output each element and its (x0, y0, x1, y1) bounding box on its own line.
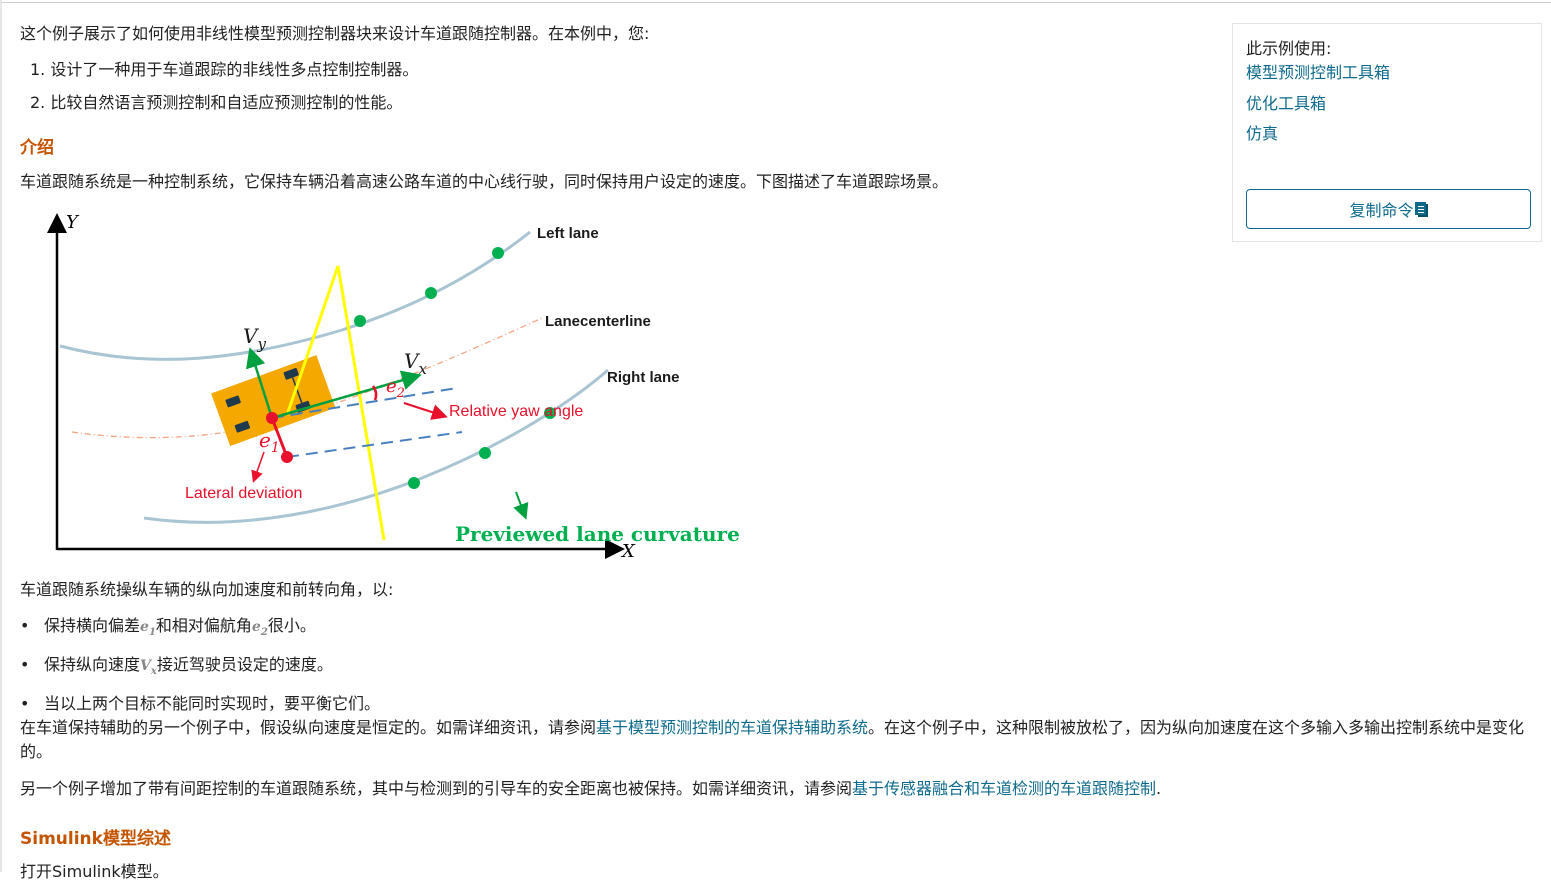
page-top-divider (2, 2, 1551, 3)
e2-symbol: e2 (251, 619, 268, 638)
heading-simulink-overview: Simulink模型综述 (20, 829, 171, 849)
page-left-border (0, 0, 2, 872)
e2-label: e2 (386, 376, 405, 401)
e1-symbol: e1 (140, 619, 156, 638)
lateral-deviation-label: Lateral deviation (185, 485, 302, 502)
axes: Y X (47, 212, 636, 562)
sensor-fusion-example-link[interactable]: 基于传感器融合和车道检测的车道跟随控制 (852, 779, 1157, 798)
vx-symbol: Vx (140, 657, 157, 677)
goals-list: 保持横向偏差e1和相对偏航角e2很小。 保持纵向速度Vx接近驾驶员设定的速度。 … (20, 614, 380, 724)
open-model-paragraph: 打开Simulink模型。 (20, 862, 169, 881)
vehicle (211, 355, 336, 447)
products-sidebar: 此示例使用: 模型预测控制工具箱 优化工具箱 仿真 复制命令 (1232, 23, 1542, 242)
product-link-mpc-toolbox[interactable]: 模型预测控制工具箱 (1246, 63, 1391, 82)
manipulation-paragraph: 车道跟随系统操纵车辆的纵向加速度和前转向角，以: (20, 580, 394, 599)
heading-intro: 介绍 (20, 138, 54, 158)
spacing-control-paragraph: 另一个例子增加了带有间距控制的车道跟随系统，其中与检测到的引导车的安全距离也被保… (20, 779, 1162, 798)
step-item: 2. 比较自然语言预测控制和自适应预测控制的性能。 (30, 93, 403, 112)
goal-item: 当以上两个目标不能同时实现时，要平衡它们。 (20, 692, 380, 716)
e1-label: e1 (259, 428, 280, 456)
vy-label: Vy (243, 324, 266, 353)
products-label: 此示例使用: (1246, 39, 1332, 58)
x-axis-label: X (620, 541, 636, 560)
goal-item: 保持纵向速度Vx接近驾驶员设定的速度。 (20, 653, 380, 684)
steps-list: 1. 设计了一种用于车道跟踪的非线性多点控制控制器。 2. 比较自然语言预测控制… (30, 58, 418, 124)
lane-centerline-label: Lanecenterline (545, 313, 651, 330)
y-axis-label: Y (66, 212, 80, 233)
right-lane-label: Right lane (607, 369, 680, 386)
lka-paragraph: 在车道保持辅助的另一个例子中，假设纵向速度是恒定的。如需详细资讯，请参阅基于模型… (20, 718, 1525, 761)
copy-command-button[interactable]: 复制命令 (1246, 189, 1531, 229)
step-item: 1. 设计了一种用于车道跟踪的非线性多点控制控制器。 (30, 60, 419, 79)
product-link-simulink[interactable]: 仿真 (1246, 124, 1279, 143)
left-lane-label: Left lane (537, 225, 599, 242)
vx-label: Vx (404, 349, 427, 378)
intro-paragraph: 这个例子展示了如何使用非线性模型预测控制器块来设计车道跟随控制器。在本例中，您: (20, 24, 650, 43)
goal-item: 保持横向偏差e1和相对偏航角e2很小。 (20, 614, 380, 645)
lka-example-link[interactable]: 基于模型预测控制的车道保持辅助系统 (596, 718, 869, 737)
steering-line (336, 265, 386, 541)
product-link-optimization-toolbox[interactable]: 优化工具箱 (1246, 94, 1327, 113)
relative-yaw-label: Relative yaw angle (449, 403, 583, 420)
lane-following-paragraph: 车道跟随系统是一种控制系统，它保持车辆沿着高速公路车道的中心线行驶，同时保持用户… (20, 172, 949, 191)
lane-centerline (71, 317, 543, 439)
lane-following-diagram: Y X Left lane Right lane Lanecenterline (42, 210, 742, 562)
previewed-lane-curvature-label: Previewed lane curvature (455, 522, 740, 546)
left-lane-line (59, 230, 531, 361)
copy-icon (1414, 201, 1428, 217)
